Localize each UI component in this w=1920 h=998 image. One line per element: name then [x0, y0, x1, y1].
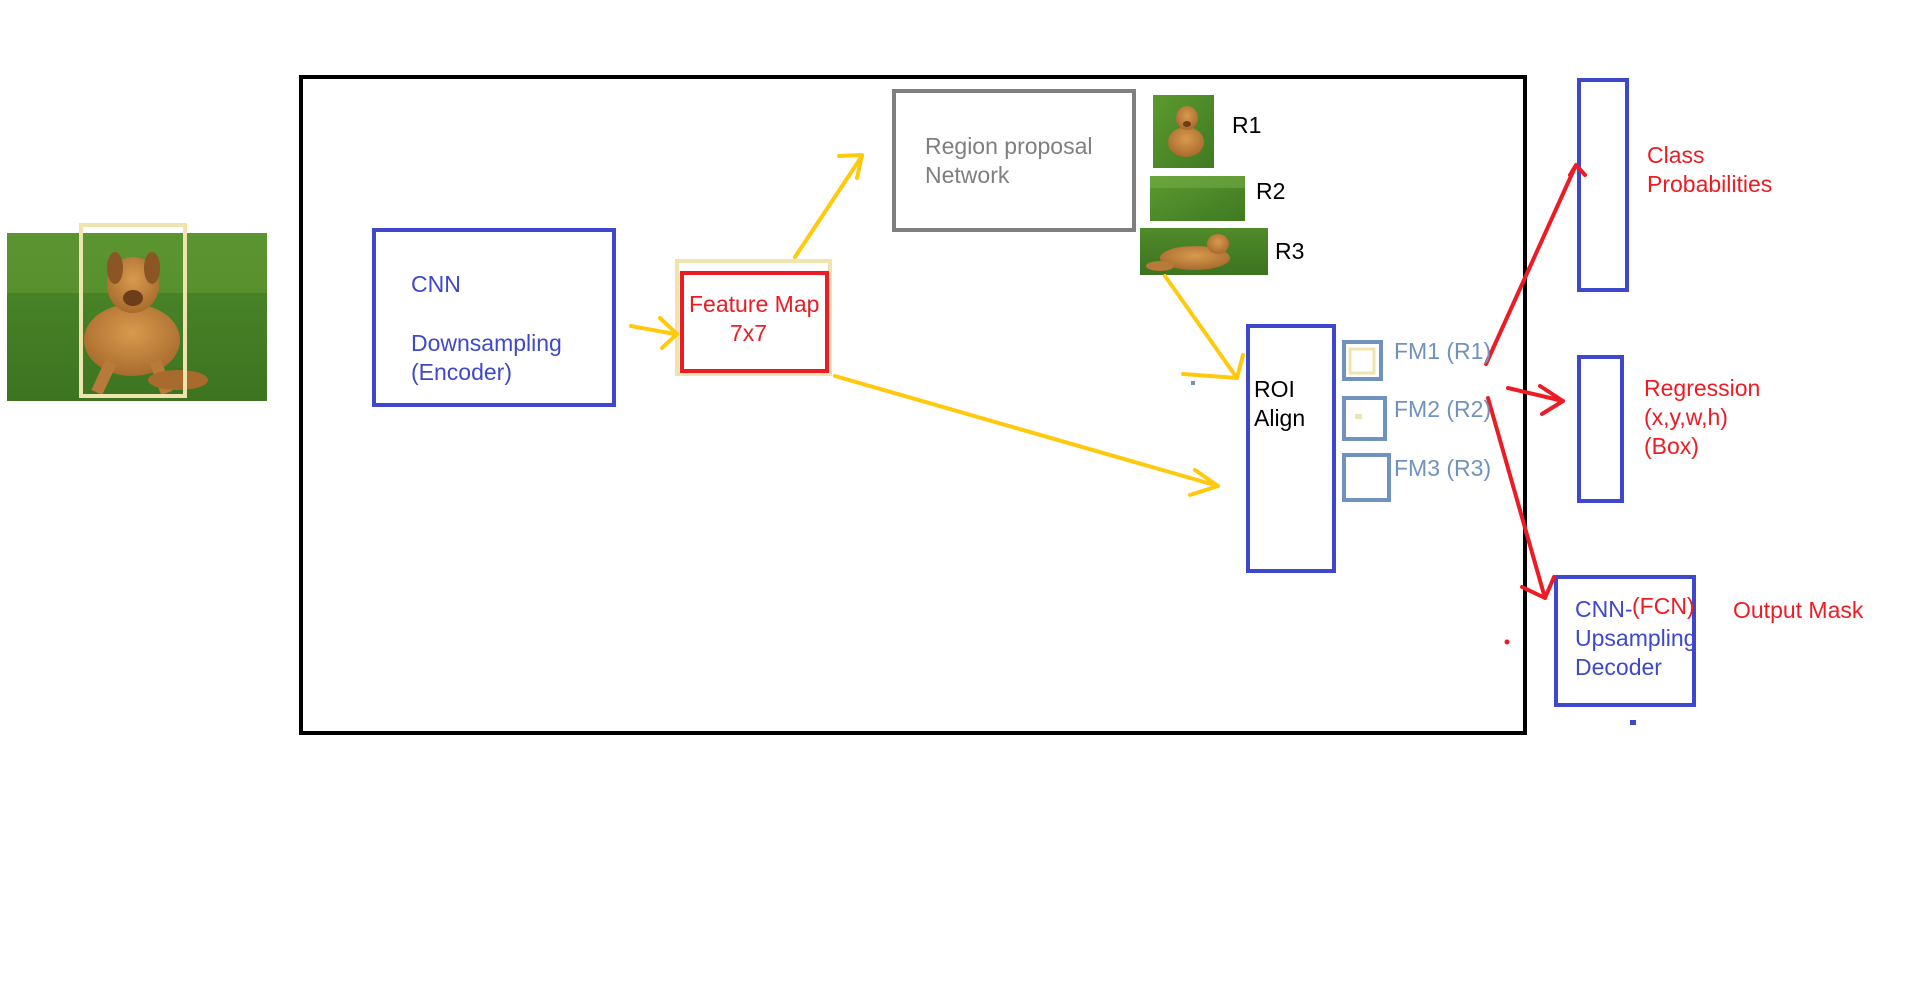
- arrow-feature-map-to-roi: [833, 374, 1220, 497]
- mask-cnn-label: CNN-: [1575, 596, 1633, 622]
- output-mask-label: Output Mask: [1733, 597, 1864, 623]
- fm1-box: [1342, 340, 1383, 381]
- feature-map-box: [680, 271, 829, 373]
- fm2-box: [1342, 396, 1387, 441]
- arrow-to-regression-head: [1506, 384, 1565, 416]
- probabilities-label: Probabilities: [1647, 171, 1773, 197]
- region-r3-label: R3: [1275, 238, 1305, 264]
- region-r2-image: [1150, 176, 1245, 221]
- arrow-cnn-to-feature-map: [629, 316, 679, 350]
- region-r1-image: [1153, 95, 1214, 168]
- mask-fcn-label: (FCN): [1632, 593, 1695, 619]
- arrow-r3-to-roi: [1163, 274, 1245, 380]
- fm2-label: FM2 (R2): [1394, 396, 1492, 422]
- cnn-encoder-box: [372, 228, 616, 407]
- cnn-label: CNN: [411, 271, 461, 297]
- input-dog-image: [7, 223, 267, 401]
- feature-map-size: 7x7: [730, 320, 768, 346]
- rpn-label-line2: Network: [925, 162, 1010, 188]
- model-frame: [299, 75, 1527, 735]
- arrow-to-mask-head: [1486, 396, 1556, 600]
- upsampling-label: Upsampling: [1575, 625, 1697, 651]
- class-label: Class: [1647, 142, 1705, 168]
- regression-coords: (x,y,w,h): [1644, 404, 1728, 430]
- fm1-label: FM1 (R1): [1394, 338, 1492, 364]
- class-head-box: [1577, 78, 1629, 292]
- region-r3-image: [1140, 228, 1268, 275]
- roi-label: ROI: [1254, 376, 1295, 402]
- mask-head-box: [1554, 575, 1696, 707]
- region-r1-label: R1: [1232, 112, 1262, 138]
- arrow-feature-map-to-rpn: [793, 153, 864, 259]
- fm3-label: FM3 (R3): [1394, 455, 1492, 481]
- decoder-label: Decoder: [1575, 654, 1662, 680]
- feature-map-outer-box: [675, 259, 832, 376]
- rpn-label-line1: Region proposal: [925, 133, 1093, 159]
- feature-map-label: Feature Map: [689, 291, 820, 317]
- roi-align-box: [1246, 324, 1336, 573]
- encoder-label: (Encoder): [411, 359, 512, 385]
- input-bounding-box: [79, 223, 187, 398]
- region-r2-label: R2: [1256, 178, 1286, 204]
- align-label: Align: [1254, 405, 1306, 431]
- downsampling-label: Downsampling: [411, 330, 562, 356]
- regression-head-box: [1577, 355, 1624, 503]
- regression-label: Regression: [1644, 375, 1761, 401]
- arrow-to-class-head: [1484, 163, 1587, 366]
- fm3-box: [1342, 453, 1391, 502]
- rpn-box: [892, 89, 1136, 232]
- regression-box-label: (Box): [1644, 433, 1699, 459]
